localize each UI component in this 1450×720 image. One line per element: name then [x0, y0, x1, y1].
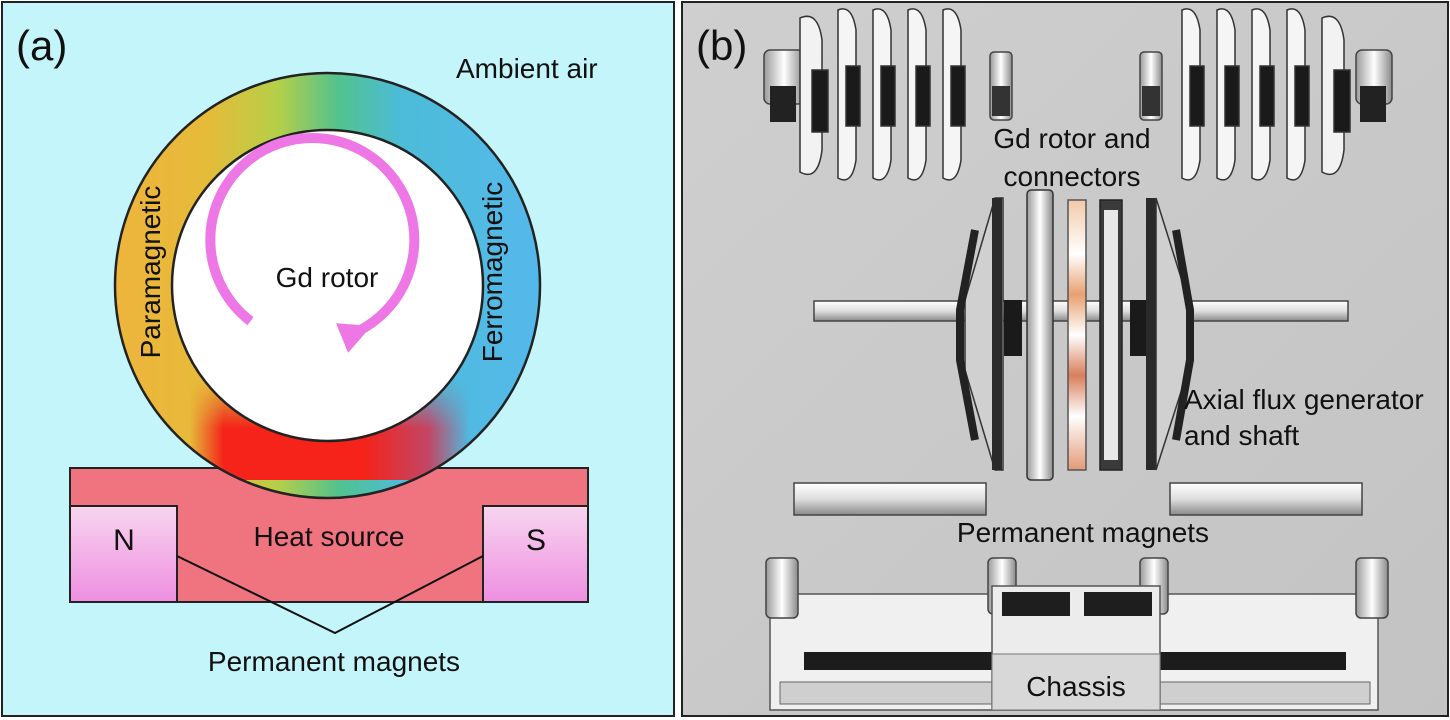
rotation-arrow-icon — [205, 133, 420, 353]
magnet-leader-lines — [176, 555, 484, 635]
panel-a: (a) Ambient air Paramagnetic Ferromagnet… — [1, 1, 675, 717]
permanent-magnet-bar-left — [793, 482, 987, 516]
south-magnet — [482, 505, 589, 603]
permanent-magnet-bar-right — [1169, 482, 1363, 516]
panel-b-label: (b) — [696, 22, 747, 69]
heat-source-label: Heat source — [254, 521, 405, 552]
rotor-connectors-label-line2: connectors — [1004, 161, 1141, 192]
chassis — [765, 557, 1389, 711]
panel-a-label: (a) — [16, 22, 67, 69]
permanent-magnets-label-a: Permanent magnets — [208, 646, 460, 677]
paramagnetic-label: Paramagnetic — [135, 186, 166, 359]
generator-label-line1: Axial flux generator — [1184, 384, 1424, 415]
rotor-connectors-label-line1: Gd rotor and — [993, 123, 1150, 154]
permanent-magnets-label-b: Permanent magnets — [957, 517, 1209, 548]
south-pole-label: S — [526, 524, 546, 557]
gd-rotor-label: Gd rotor — [276, 262, 379, 293]
panel-b: (b) — [681, 1, 1449, 717]
generator-label-line2: and shaft — [1184, 420, 1299, 451]
generator-disc — [1026, 189, 1054, 481]
rotor-disc-stack-left — [763, 8, 1013, 181]
axial-flux-generator — [813, 189, 1349, 481]
ambient-air-label: Ambient air — [456, 53, 598, 84]
ferromagnetic-label: Ferromagnetic — [477, 182, 508, 363]
gd-rotor-disc — [1067, 199, 1087, 471]
rotor-disc-stack-right — [1139, 8, 1393, 181]
chassis-label: Chassis — [1026, 671, 1126, 702]
north-pole-label: N — [113, 524, 135, 557]
north-magnet — [69, 505, 178, 603]
